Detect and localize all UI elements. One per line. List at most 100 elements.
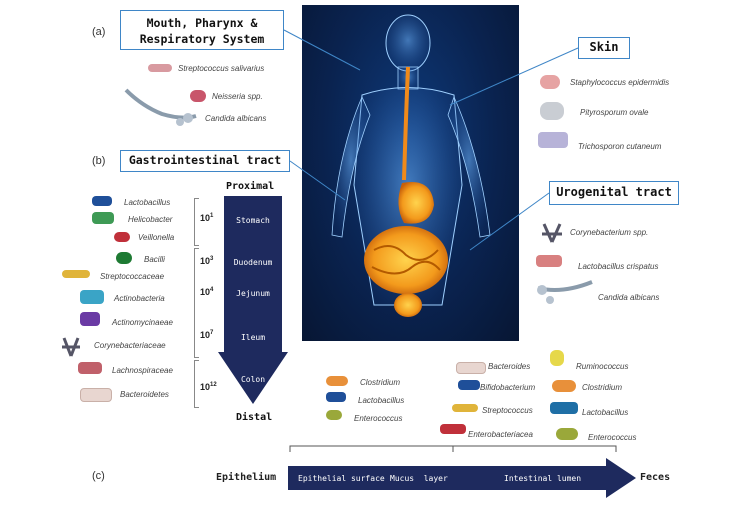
gi-organism-5: Streptococcaceae [100, 272, 165, 281]
enterococcus-lumen-icon [556, 428, 578, 440]
candida-uro-icon [537, 280, 593, 304]
gi-organism-6: Actinobacteria [114, 294, 165, 303]
segment-colon: Colon [240, 375, 266, 384]
segment-duodenum: Duodenum [233, 258, 273, 267]
lactobacillus-crispatus-icon [536, 255, 562, 267]
density-stomach: 101 [200, 213, 214, 223]
connector-urogenital [469, 192, 550, 251]
lumen-organism-8: Enterococcus [588, 433, 637, 442]
lumen-organism-1: Bacteroides [488, 362, 531, 371]
bracket-small-intestine [194, 248, 199, 358]
streptococcaceae-icon [62, 270, 90, 278]
segment-stomach: Stomach [236, 216, 270, 225]
gi-tract-arrow [218, 196, 288, 404]
mouth-organism-2: Neisseria spp. [212, 92, 263, 101]
gi-organism-2: Helicobacter [128, 215, 173, 224]
gi-organism-8: Corynebacteriaceae [94, 341, 166, 350]
staphylococcus-icon [540, 75, 560, 89]
segment-ileum: Ileum [240, 333, 266, 342]
clostridium-lumen-icon [552, 380, 576, 392]
bacilli-icon [116, 252, 132, 264]
segment-jejunum: Jejunum [236, 289, 270, 298]
bifidobacterium-icon [458, 380, 480, 390]
enterococcus-mucus-icon [326, 410, 342, 420]
gi-title-box: Gastrointestinal tract [120, 150, 290, 172]
enterobacteriacea-icon [440, 424, 466, 434]
streptococcus-lumen-icon [452, 404, 478, 412]
panel-label-a: (a) [92, 26, 106, 38]
urogenital-organism-1: Corynebacterium spp. [570, 228, 649, 237]
lachnospiraceae-icon [78, 362, 102, 374]
epithelium-label: Epithelium [216, 472, 277, 483]
lumen-organism-2: Bifidobacterium [480, 383, 536, 392]
lumen-organism-4: Enterobacteriacea [468, 430, 533, 439]
density-colon: 1012 [200, 382, 217, 392]
lumen-organism-5: Ruminococcus [576, 362, 629, 371]
lactobacillus-lumen-icon [550, 402, 578, 414]
human-body-illustration [302, 5, 519, 341]
clostridium-mucus-icon [326, 376, 348, 386]
urogenital-title-box: Urogenital tract [549, 181, 679, 205]
feces-label: Feces [640, 472, 671, 483]
gi-organism-9: Lachnospiraceae [112, 366, 173, 375]
lumen-organism-7: Lactobacillus [582, 408, 629, 417]
distal-label: Distal [236, 412, 273, 423]
mouth-title-box: Mouth, Pharynx & Respiratory System [120, 10, 284, 50]
bacteroidetes-icon [80, 388, 112, 402]
candida-icon [124, 88, 197, 126]
gi-title: Gastrointestinal tract [128, 153, 282, 167]
panel-label-b: (b) [92, 155, 106, 167]
mucus-organism-3: Enterococcus [354, 414, 403, 423]
skin-organism-1: Staphylococcus epidermidis [570, 78, 670, 87]
skin-title-box: Skin [578, 37, 630, 59]
veillonella-icon [114, 232, 130, 242]
urogenital-organism-2: Lactobacillus crispatus [578, 262, 659, 271]
urogenital-organism-3: Candida albicans [598, 293, 660, 302]
epithelial-surface-label: Epithelial surface [298, 474, 385, 483]
connector-gi [289, 160, 346, 201]
gi-organism-10: Bacteroidetes [120, 390, 169, 399]
streptococcus-icon [148, 64, 172, 72]
corynebacterium-icon [542, 223, 562, 243]
density-ileum: 107 [200, 330, 214, 340]
urogenital-title: Urogenital tract [556, 185, 672, 199]
mucus-organism-2: Lactobacillus [358, 396, 405, 405]
actinomycinaeae-icon [80, 312, 100, 326]
density-jejunum: 104 [200, 287, 214, 297]
gi-organism-7: Actinomycinaeae [112, 318, 173, 327]
mucus-layer-label: Mucus layer [390, 474, 448, 483]
helicobacter-icon [92, 212, 114, 224]
mucus-organism-1: Clostridium [360, 378, 401, 387]
connector-skin [449, 47, 579, 106]
proximal-label: Proximal [226, 181, 275, 192]
ruminococcus-icon [550, 350, 564, 366]
gi-organism-1: Lactobacillus [124, 198, 171, 207]
skin-title: Skin [589, 40, 619, 54]
density-duodenum: 103 [200, 256, 214, 266]
bracket-colon [194, 360, 199, 408]
trichosporon-icon [538, 132, 568, 148]
corynebacteriaceae-icon [62, 337, 80, 357]
lactobacillus-icon [92, 196, 112, 206]
pityrosporum-icon [540, 102, 564, 120]
neisseria-icon [190, 90, 206, 102]
mouth-title: Mouth, Pharynx & Respiratory System [139, 16, 265, 46]
gut-gradient-arrow [288, 458, 636, 498]
panel-label-c: (c) [92, 470, 105, 482]
skin-organism-2: Pityrosporum ovale [580, 108, 649, 117]
gi-organism-4: Bacilli [144, 255, 165, 264]
skin-organism-3: Trichosporon cutaneum [578, 142, 662, 151]
body-silhouette [331, 14, 491, 317]
mouth-organism-3: Candida albicans [205, 114, 267, 123]
bacteroides-icon [456, 362, 486, 374]
gi-organism-3: Veillonella [138, 233, 175, 242]
actinobacteria-icon [80, 290, 104, 304]
lactobacillus-mucus-icon [326, 392, 346, 402]
intestinal-lumen-label: Intestinal lumen [504, 474, 582, 483]
lumen-organism-6: Clostridium [582, 383, 623, 392]
connector-mouth [283, 29, 361, 71]
bracket-stomach [194, 198, 199, 246]
lumen-organism-3: Streptococcus [482, 406, 533, 415]
mouth-organism-1: Streptococcus salivarius [178, 64, 265, 73]
